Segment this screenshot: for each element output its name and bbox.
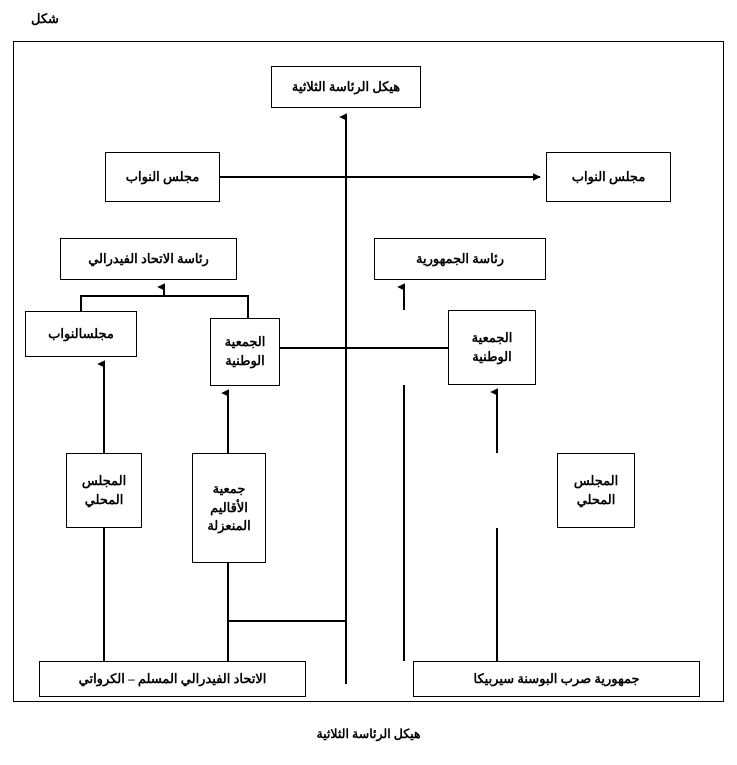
node-local-council-federation[interactable]: المجلس المحلي: [66, 453, 142, 528]
node-label-line: رئاسة الجمهورية: [415, 250, 505, 266]
node-label-line: المحلي: [84, 491, 124, 507]
node-label-line: المنعزلة: [207, 518, 251, 534]
node-label-line: الوطنية: [472, 348, 512, 364]
figure-caption: هيكل الرئاسة الثلاثية: [316, 727, 421, 741]
node-label-line: المحلي: [576, 491, 616, 507]
node-label-line: المجلس: [81, 472, 127, 488]
node-label-line: هيكل الرئاسة الثلاثية: [291, 78, 401, 94]
node-label-line: مجلس النواب: [125, 168, 200, 184]
node-national-assembly-federation[interactable]: الجمعية الوطنية: [210, 318, 280, 386]
node-republika-srpska[interactable]: جمهورية صرب البوسنة سيربيكا: [413, 661, 700, 697]
node-republic-presidency[interactable]: رئاسة الجمهورية: [374, 238, 546, 280]
node-label-line: المجلس: [573, 472, 619, 488]
node-federal-union-presidency[interactable]: رئاسة الاتحاد الفيدرالي: [60, 238, 237, 280]
node-national-assembly-srpska[interactable]: الجمعية الوطنية: [448, 310, 536, 385]
node-local-council-srpska[interactable]: المجلس المحلي: [557, 453, 635, 528]
node-house-of-representatives-left[interactable]: مجلس النواب: [105, 152, 220, 202]
node-tripartite-presidency[interactable]: هيكل الرئاسة الثلاثية: [271, 66, 421, 108]
node-label-line: مجلسالنواب: [48, 325, 114, 341]
figure-label: شكل: [31, 11, 59, 26]
edge-federation-base-elbow-to-trunk: [227, 620, 346, 661]
node-label-line: مجلس النواب: [571, 168, 646, 184]
node-label-line: الأقاليم: [210, 499, 248, 515]
node-label-line: رئاسة الاتحاد الفيدرالي: [88, 250, 209, 266]
node-label-line: الاتحاد الفيدرالي المسلم – الكرواتي: [78, 670, 267, 686]
node-label-line: جمعية: [212, 480, 246, 496]
node-isolated-regions-assembly[interactable]: جمعية الأقاليم المنعزلة: [192, 453, 266, 563]
node-house-of-representatives-federation[interactable]: مجلسالنواب: [25, 311, 137, 357]
node-label-line: الجمعية: [224, 334, 266, 350]
node-label-line: الوطنية: [225, 353, 265, 368]
node-house-of-representatives-right[interactable]: مجلس النواب: [546, 152, 671, 202]
node-muslim-croat-federation[interactable]: الاتحاد الفيدرالي المسلم – الكرواتي: [39, 661, 306, 697]
node-label-line: الجمعية: [471, 329, 513, 345]
diagram-outer-frame: [13, 41, 724, 702]
node-label-line: جمهورية صرب البوسنة سيربيكا: [473, 670, 640, 686]
